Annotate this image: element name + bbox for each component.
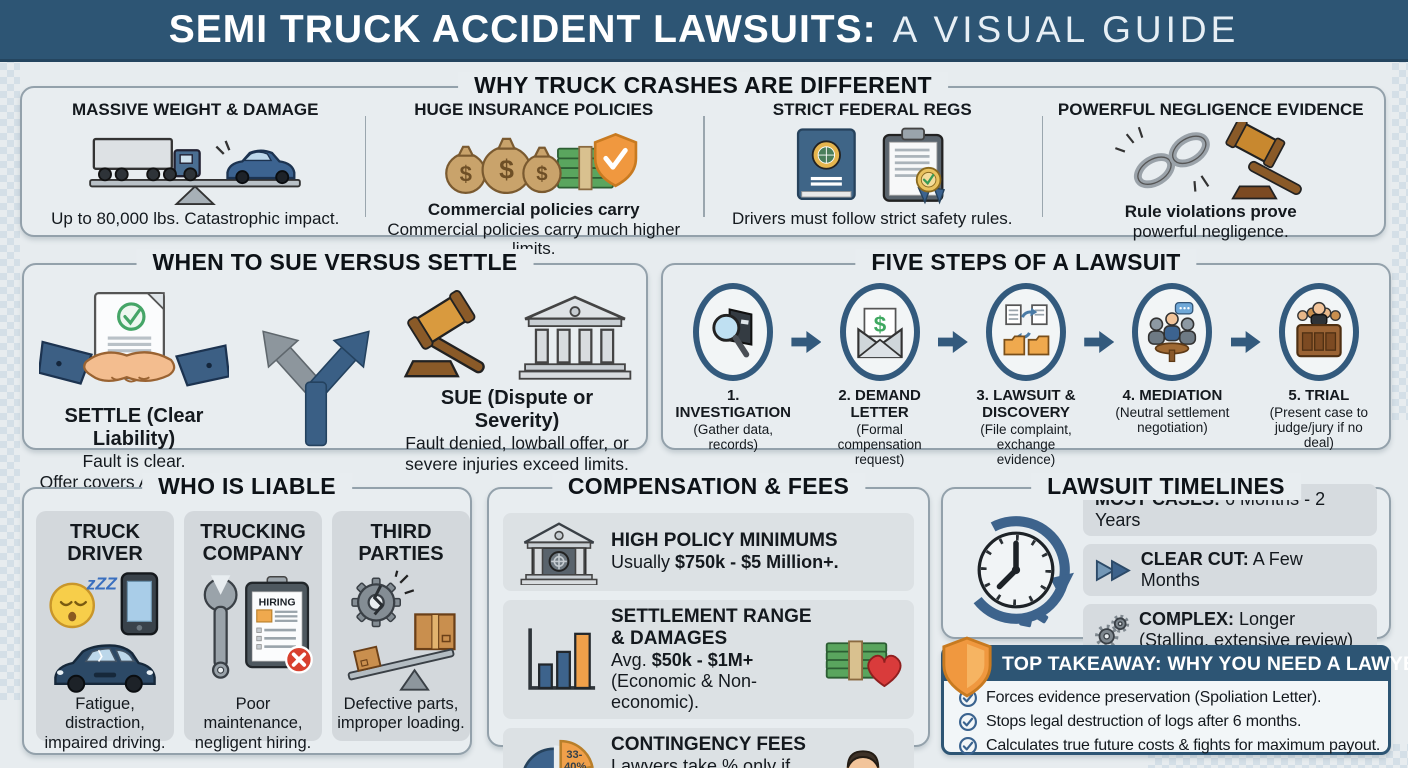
money-bags-shield-icon: $ $ $ (444, 132, 638, 195)
comp-row-policy: HIGH POLICY MINIMUMS Usually $750k - $5 … (503, 513, 914, 591)
gavel-icon (403, 290, 485, 378)
why-col-weight: MASSIVE WEIGHT & DAMAGE (51, 100, 340, 229)
why-col-regs: STRICT FEDERAL REGS (703, 100, 1042, 229)
takeaway-bullet: Stops legal destruction of logs after 6 … (958, 710, 1380, 733)
envelope-dollar-icon: $ (856, 307, 903, 359)
panel-timelines: LAWSUIT TIMELINES MOST CASES: 6 Months (941, 473, 1391, 656)
svg-text:40%: 40% (564, 761, 586, 768)
handshake-document-icon (39, 291, 229, 387)
magnifier-book-icon (712, 308, 753, 358)
takeaway-bullet: Calculates true future costs & fights fo… (958, 734, 1380, 757)
shield-icon (942, 636, 992, 698)
fork-arrows-icon (262, 330, 370, 447)
step-demand-letter: $ 2. DEMAND LETTER (Formal compensation … (821, 283, 937, 467)
fatigue-phone-car-icon: zZZ (49, 572, 159, 693)
fast-forward-icon (1095, 559, 1131, 582)
section-title: FIVE STEPS OF A LAWSUIT (855, 249, 1197, 276)
arrow-right-icon (1084, 331, 1115, 353)
svg-text:$: $ (499, 155, 514, 185)
pixel-pattern-right (1392, 0, 1408, 420)
arrow-right-icon (937, 331, 968, 353)
section-title: COMPENSATION & FEES (551, 473, 866, 500)
why-columns: MASSIVE WEIGHT & DAMAGE (22, 88, 1384, 258)
bar-chart-icon (528, 628, 596, 690)
clock-history-icon (962, 516, 1074, 628)
arrow-right-icon (1230, 331, 1261, 353)
step-investigation: 1. INVESTIGATION (Gather data, records) (675, 283, 791, 452)
section-title: LAWSUIT TIMELINES (1031, 473, 1301, 500)
broken-chain-gavel-icon (1114, 122, 1302, 200)
settle-option: SETTLE (Clear Liability) Fault is clear.… (36, 289, 232, 492)
arrow-right-icon (791, 331, 822, 353)
truck-vs-car-scale-icon (89, 137, 302, 205)
panel-sue-vs-settle: WHEN TO SUE VERSUS SETTLE (22, 249, 648, 492)
check-circle-icon (959, 736, 977, 755)
why-col-evidence: POWERFUL NEGLIGENCE EVIDENCE (1041, 100, 1381, 241)
svg-text:HIRING: HIRING (259, 596, 296, 608)
panel-five-steps: FIVE STEPS OF A LAWSUIT 1. INVESTIGATION… (661, 249, 1391, 467)
lawyer-icon (846, 750, 880, 768)
contingency-pie-icon: 33- 40% (523, 739, 594, 768)
header-banner: SEMI TRUCK ACCIDENT LAWSUITS: A VISUAL G… (0, 0, 1408, 62)
panel-who-liable: WHO IS LIABLE TRUCK DRIVER zZZ (22, 473, 472, 755)
comp-row-contingency: 33- 40% CONTINGENCY FEES Lawyers take % … (503, 728, 914, 768)
panel-compensation: COMPENSATION & FEES (487, 473, 930, 768)
courthouse-icon (518, 295, 632, 380)
section-title: WHY TRUCK CRASHES ARE DIFFERENT (458, 72, 948, 99)
broken-gear-cargo-icon (347, 570, 456, 691)
svg-text:zZZ: zZZ (86, 573, 119, 593)
section-title: WHEN TO SUE VERSUS SETTLE (136, 249, 534, 276)
takeaway-bullet: Forces evidence preservation (Spoliation… (958, 686, 1380, 709)
timeline-clear-cut: CLEAR CUT: A Few Months (1083, 544, 1377, 597)
why-col-insurance: HUGE INSURANCE POLICIES $ (364, 100, 704, 258)
check-circle-icon (959, 712, 977, 731)
regulation-book-clipboard-icon (797, 127, 946, 205)
courtroom-bench-icon (1296, 301, 1342, 358)
gears-icon (1095, 614, 1130, 647)
bank-icon (520, 522, 598, 585)
liable-card-third-parties: THIRD PARTIES (332, 511, 470, 741)
page-subtitle: A VISUAL GUIDE (892, 8, 1240, 50)
panel-why-different: WHY TRUCK CRASHES ARE DIFFERENT MASSIVE … (20, 72, 1386, 258)
svg-text:$: $ (536, 164, 548, 186)
section-title: WHO IS LIABLE (142, 473, 352, 500)
sue-option: SUE (Dispute or Severity) Fault denied, … (400, 289, 634, 474)
money-heart-icon (825, 640, 902, 687)
page-title: SEMI TRUCK ACCIDENT LAWSUITS: (168, 7, 877, 51)
step-mediation: 4. MEDIATION (Neutral settlement negotia… (1114, 283, 1230, 435)
takeaway-header: TOP TAKEAWAY: WHY YOU NEED A LAWYER (942, 636, 1408, 698)
svg-text:$: $ (873, 312, 886, 337)
comp-row-settlement: SETTLEMENT RANGE & DAMAGES Avg. $50k - $… (503, 600, 914, 720)
step-trial: 5. TRIAL (Present case to judge/jury if … (1261, 283, 1377, 450)
step-lawsuit-discovery: 3. LAWSUIT & DISCOVERY (File complaint, … (968, 283, 1084, 467)
liable-card-company: TRUCKING COMPANY HIRING (184, 511, 322, 752)
svg-text:$: $ (459, 161, 471, 186)
wrench-hiring-clipboard-icon: HIRING (203, 575, 313, 679)
documents-folders-icon (1003, 304, 1050, 356)
pixel-pattern-left (0, 0, 20, 700)
svg-text:33-: 33- (566, 749, 582, 761)
liable-card-driver: TRUCK DRIVER zZZ (36, 511, 174, 752)
mediation-table-icon (1148, 301, 1197, 363)
panel-top-takeaway: TOP TAKEAWAY: WHY YOU NEED A LAWYER Forc… (941, 636, 1408, 757)
